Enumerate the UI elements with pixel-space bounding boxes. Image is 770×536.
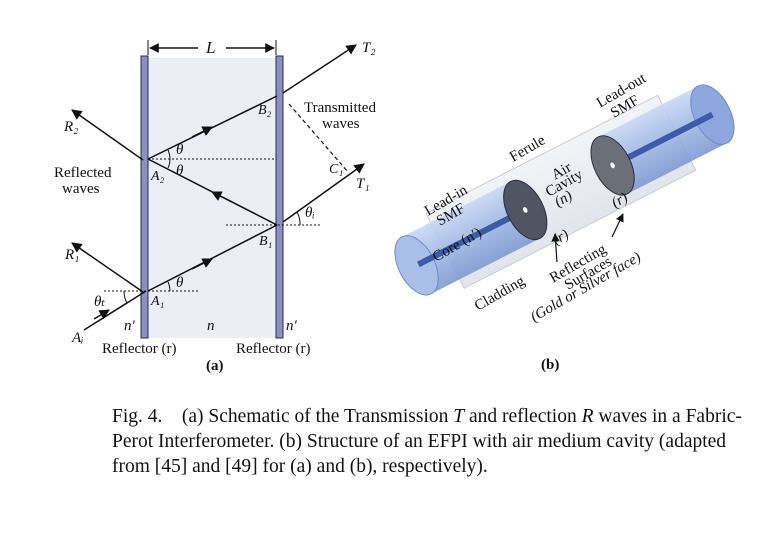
theta-t-label: θₜ	[94, 294, 105, 310]
panel-b	[394, 84, 735, 296]
panel-a: L T₂ R₂ B₂ A₂	[54, 38, 376, 374]
t1-label: T₁	[356, 176, 370, 192]
caption-t-symbol: T	[453, 406, 465, 427]
ray-path	[71, 44, 365, 331]
length-label: L	[205, 38, 215, 57]
r2-label: R₂	[63, 119, 78, 135]
lead-in-core	[416, 207, 527, 268]
panel-b-tag: (b)	[541, 357, 559, 373]
wavefront-line	[288, 103, 349, 173]
transmitted-label-1: Transmitted	[304, 100, 376, 116]
reflector-right-label: Reflector (r)	[236, 341, 311, 357]
n-prime-left: n′	[124, 318, 136, 334]
t2-label: T₂	[362, 40, 376, 56]
a2-label: A₂	[150, 169, 165, 184]
theta-label-a1: θ	[176, 275, 184, 291]
b1-label: B₁	[259, 234, 272, 249]
transmitted-label-2: waves	[322, 116, 360, 132]
ai-label: Aᵢ	[71, 330, 84, 346]
panel-a-tag: (a)	[206, 358, 224, 374]
n-prime-right: n′	[286, 318, 298, 334]
caption-r-symbol: R	[581, 406, 594, 427]
c1-label: C₁	[329, 162, 343, 177]
cavity-n-label: (n)	[552, 188, 575, 211]
theta-label-a2-upper: θ	[176, 142, 184, 158]
cavity-region	[148, 58, 276, 338]
reflector-left-label: Reflector (r)	[102, 341, 177, 357]
figure-canvas: L T₂ R₂ B₂ A₂	[54, 38, 735, 374]
right-reflector-plate	[275, 55, 284, 339]
n-center: n	[207, 318, 215, 334]
b2-label: B₂	[258, 103, 272, 118]
figure-caption: Fig. 4. (a) Schematic of the Transmissio…	[112, 404, 752, 479]
r1-label: R₁	[64, 247, 79, 263]
caption-part-2: and reflection	[464, 406, 582, 427]
caption-part-3: waves in a Fabric-Perot Interferometer. …	[112, 406, 742, 477]
a1-label: A₁	[150, 294, 164, 309]
theta-label-a2-lower: θ	[176, 163, 184, 179]
caption-part-1: Fig. 4. (a) Schematic of the Transmissio…	[112, 406, 454, 427]
r-right-label: (r)	[609, 190, 631, 212]
lead-out-core	[611, 111, 714, 169]
reflected-label-1: Reflected	[54, 165, 112, 181]
theta-i-label: θᵢ	[305, 205, 315, 221]
left-reflector-plate	[140, 55, 149, 339]
reflected-label-2: waves	[62, 181, 100, 197]
